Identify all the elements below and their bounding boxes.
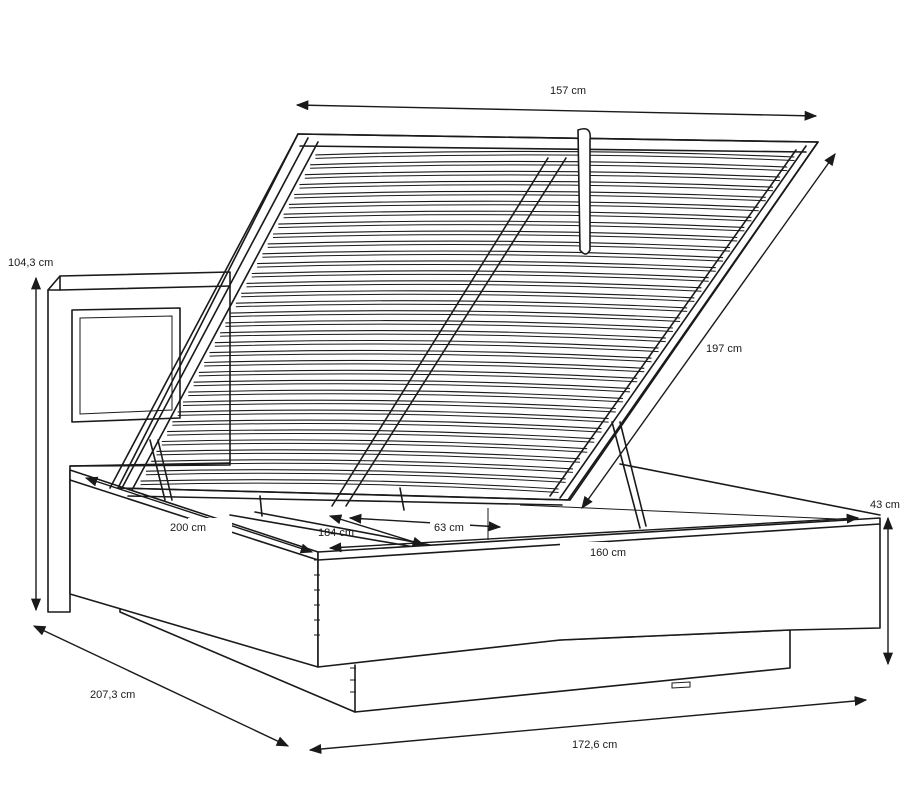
- slat: [167, 429, 595, 440]
- slat: [177, 409, 609, 420]
- dim-top-width-line: [295, 100, 818, 121]
- dim-lid-length-line: [581, 152, 836, 510]
- slat-edge: [262, 254, 724, 262]
- dim-total-length-line: [32, 625, 290, 747]
- slat-edge: [278, 224, 745, 232]
- slat: [145, 469, 566, 480]
- slat: [161, 439, 588, 450]
- slat-edge: [198, 373, 638, 383]
- label-inner-length: 200 cm: [170, 522, 206, 534]
- label-side-height: 43 cm: [870, 499, 900, 511]
- dimension-labels: 157 cm 197 cm 104,3 cm 43 cm 200 cm 184 …: [8, 85, 900, 751]
- slat-edge: [156, 452, 581, 463]
- slat-edge: [188, 393, 623, 403]
- label-total-length: 207,3 cm: [90, 689, 135, 701]
- dim-inner-length-line: [84, 476, 314, 554]
- dim-inner-width-line: [328, 513, 860, 553]
- slat-edge: [288, 204, 759, 212]
- label-lid-length: 197 cm: [706, 343, 742, 355]
- label-total-width: 172,6 cm: [572, 739, 617, 751]
- slat: [283, 210, 752, 218]
- slat-edge: [283, 214, 752, 222]
- slat-edge: [167, 432, 595, 443]
- slat: [278, 220, 745, 228]
- slat-edge: [161, 442, 588, 453]
- slat: [182, 399, 616, 410]
- slat-edge: [172, 423, 602, 433]
- slat-edge: [299, 184, 774, 192]
- slat-edge: [304, 174, 781, 182]
- slat-edge: [272, 234, 738, 242]
- slat: [151, 459, 573, 470]
- label-lift-depth: 63 cm: [434, 522, 464, 534]
- slat-edge: [151, 462, 573, 473]
- frame-slats: [140, 150, 795, 493]
- slat-edge: [251, 273, 709, 282]
- slat: [193, 379, 631, 389]
- slat-edge: [267, 244, 731, 252]
- slat-edge: [177, 413, 609, 423]
- dim-lift-depth-line: [348, 513, 502, 532]
- slat-edge: [182, 403, 616, 413]
- slat: [156, 449, 581, 460]
- label-headboard-height: 104,3 cm: [8, 257, 53, 269]
- label-inner-front: 184 cm: [318, 527, 354, 539]
- slat-edge: [257, 263, 716, 272]
- gas-strut-right: [611, 421, 647, 529]
- slat-edge: [140, 482, 559, 493]
- dimension-lines: [30, 100, 894, 755]
- label-top-width: 157 cm: [550, 85, 586, 97]
- slat-edge: [145, 472, 566, 483]
- lift-strap: [577, 127, 592, 255]
- slat-edge: [315, 154, 795, 161]
- label-inner-width: 160 cm: [590, 547, 626, 559]
- slat-edge: [193, 383, 631, 393]
- headboard-panel: [71, 307, 181, 423]
- slat-edge: [310, 164, 788, 172]
- slat: [172, 419, 602, 430]
- dim-total-width-line: [308, 695, 868, 755]
- slat: [198, 369, 638, 379]
- slat: [188, 389, 623, 399]
- slat-edge: [294, 194, 766, 202]
